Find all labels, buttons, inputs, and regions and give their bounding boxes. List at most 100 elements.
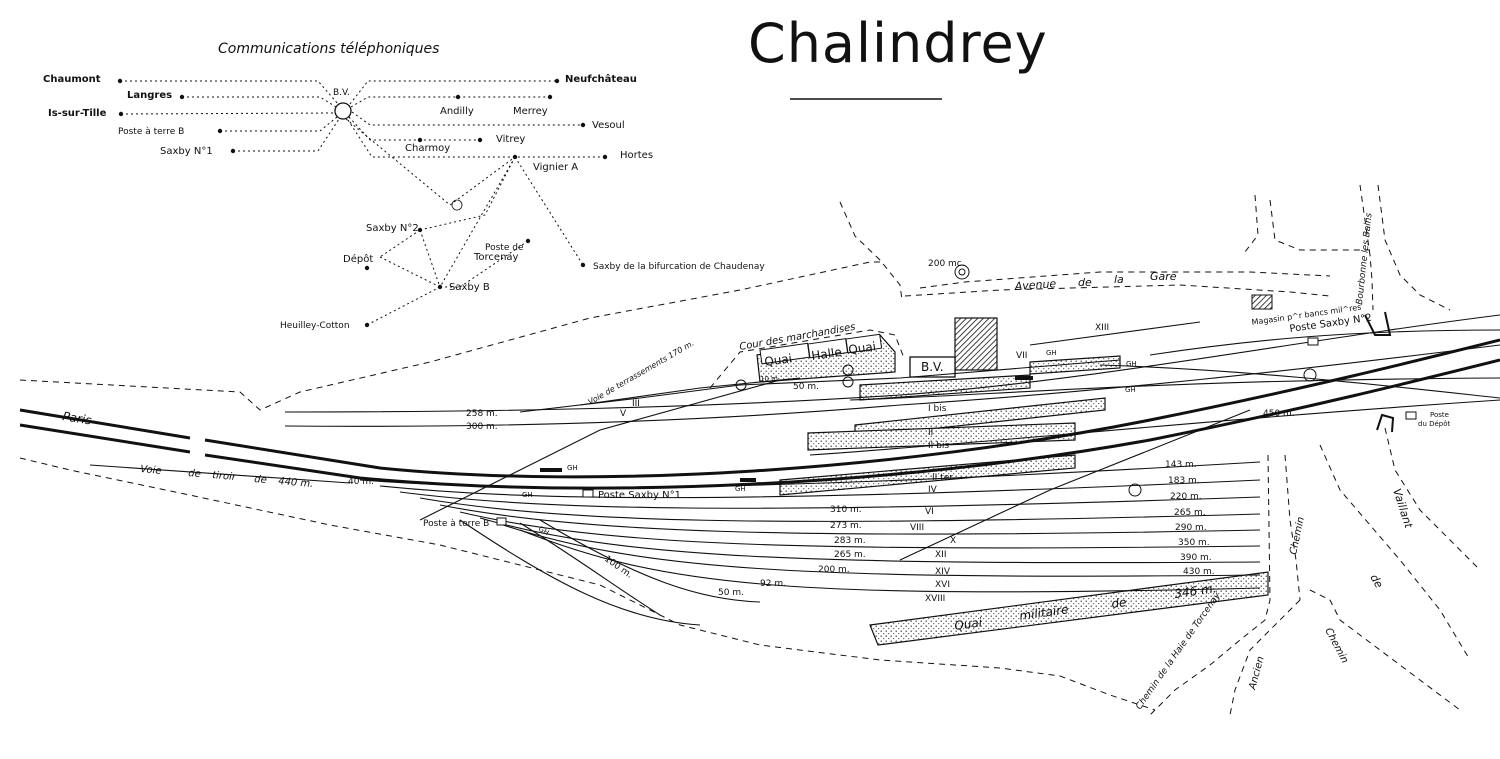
quai-militaire-2: militaire bbox=[1018, 602, 1069, 623]
len-143: 143 m. bbox=[1165, 460, 1197, 470]
platform-1 bbox=[859, 374, 1031, 401]
phone-charmoy: Charmoy bbox=[405, 143, 450, 154]
track-iv: IV bbox=[928, 485, 938, 495]
phone-hub bbox=[334, 102, 352, 120]
gh-2: GH bbox=[1046, 349, 1057, 357]
reservoir-label: 200 mc. bbox=[928, 259, 965, 269]
bv-label: B.V. bbox=[921, 360, 944, 374]
len-220: 220 m. bbox=[1170, 492, 1202, 502]
phone-is-sur-tille: Is-sur-Tille bbox=[48, 108, 107, 119]
track-i-bis: I bis bbox=[928, 404, 947, 414]
phone-vignier-a: Vignier A bbox=[533, 162, 578, 173]
phone-saxby-2: Saxby N°2 bbox=[366, 223, 419, 234]
poste-saxby-1-label: Poste Saxby N°1 bbox=[598, 490, 681, 501]
paris-label: Paris bbox=[62, 409, 93, 427]
phone-hortes: Hortes bbox=[620, 150, 653, 161]
track-xiii: XIII bbox=[1095, 323, 1109, 333]
chemin-de-label: de bbox=[1367, 572, 1385, 591]
voie-tiroir-5: 440 m. bbox=[278, 476, 314, 490]
len-10: 10 m. bbox=[760, 375, 780, 383]
gh-3: GH bbox=[1018, 374, 1029, 382]
len-310: 310 m. bbox=[830, 505, 862, 515]
quai-militaire-3: de bbox=[1110, 595, 1127, 611]
quai-label-1: Quai bbox=[763, 351, 792, 369]
plan-title: Chalindrey bbox=[748, 12, 1048, 75]
poste-depot-label-2: du Dépôt bbox=[1418, 420, 1451, 428]
quai-militaire-1: Quai bbox=[953, 615, 983, 633]
quai-label-2: Quai bbox=[847, 339, 876, 357]
track-ii: II bbox=[928, 428, 933, 438]
track-vi: VI bbox=[925, 507, 934, 517]
phone-vesoul: Vesoul bbox=[592, 120, 625, 131]
len-290: 290 m. bbox=[1175, 523, 1207, 533]
gh-7: GH bbox=[735, 485, 746, 493]
phone-torcenay: Torcenay bbox=[473, 252, 519, 263]
len-283: 283 m. bbox=[834, 536, 866, 546]
avenue-de-label: de bbox=[1078, 276, 1092, 289]
chemin-label: Chemin bbox=[1288, 516, 1307, 556]
poste-terre-b-label: Poste à terre B bbox=[423, 519, 489, 529]
magasin-building bbox=[1251, 294, 1273, 310]
len-350: 350 m. bbox=[1178, 538, 1210, 548]
len-450: 450 m. bbox=[1263, 409, 1295, 419]
len-390: 390 m. bbox=[1180, 553, 1212, 563]
poste-depot-cabin bbox=[1376, 413, 1395, 433]
phone-chaumont: Chaumont bbox=[43, 74, 101, 85]
ancien-label: Ancien bbox=[1247, 655, 1267, 692]
bv-building bbox=[909, 356, 956, 378]
phone-merrey: Merrey bbox=[513, 106, 548, 117]
gh-5: GH bbox=[1126, 360, 1137, 368]
len-40: 40 m. bbox=[348, 477, 374, 487]
track-ii-ter: II ter bbox=[932, 473, 953, 483]
platform-5 bbox=[1029, 355, 1121, 375]
phone-saxby-1: Saxby N°1 bbox=[160, 146, 213, 157]
len-92: 92 m. bbox=[760, 579, 786, 589]
track-iii: III bbox=[632, 399, 640, 409]
track-v: V bbox=[620, 409, 627, 419]
len-183: 183 m. bbox=[1168, 476, 1200, 486]
bv-tower-building bbox=[954, 317, 998, 371]
track-x: X bbox=[950, 536, 956, 546]
vaillant-label: Vaillant bbox=[1390, 487, 1415, 530]
len-50-goods: 50 m. bbox=[793, 382, 819, 392]
gh-6: GH bbox=[522, 491, 533, 499]
len-258: 258 m. bbox=[466, 409, 498, 419]
gh-4: GH bbox=[1125, 386, 1136, 394]
platform-4 bbox=[779, 454, 1076, 496]
phone-depot: Dépôt bbox=[343, 253, 373, 265]
track-xviii: XVIII bbox=[925, 594, 945, 604]
len-273: 273 m. bbox=[830, 521, 862, 531]
len-265-r: 265 m. bbox=[1174, 508, 1206, 518]
len-50-lower: 50 m. bbox=[718, 588, 744, 598]
voie-tiroir-1: Voie bbox=[140, 464, 162, 477]
platform-3 bbox=[807, 422, 1076, 451]
len-200: 200 m. bbox=[818, 565, 850, 575]
track-xii: XII bbox=[935, 550, 946, 560]
phone-heuilley-cotton: Heuilley-Cotton bbox=[280, 321, 350, 331]
len-430: 430 m. bbox=[1183, 567, 1215, 577]
len-265: 265 m. bbox=[834, 550, 866, 560]
phone-neufchateau: Neufchâteau bbox=[565, 73, 637, 85]
quai-militaire-4: 346 m. bbox=[1173, 581, 1217, 601]
avenue-la-label: la bbox=[1114, 273, 1124, 286]
bourbonne-label: Bourbonne les Bains bbox=[1355, 212, 1375, 305]
phone-hub-label: B.V. bbox=[333, 88, 350, 98]
gh-1: GH bbox=[567, 464, 578, 472]
phone-saxby-b: Saxby B bbox=[449, 282, 490, 293]
phone-saxby-chaudenay: Saxby de la bifurcation de Chaudenay bbox=[593, 262, 765, 272]
phone-poste-de: Poste de bbox=[485, 243, 524, 253]
phone-heading: Communications téléphoniques bbox=[218, 41, 439, 57]
poste-saxby-2-cabin bbox=[1364, 311, 1392, 336]
phone-vitrey: Vitrey bbox=[496, 134, 525, 145]
phone-andilly: Andilly bbox=[440, 106, 474, 117]
phone-poste-terre-b: Poste à terre B bbox=[118, 127, 184, 137]
avenue-gare-label: Gare bbox=[1150, 270, 1177, 283]
voie-tiroir-4: de bbox=[254, 474, 267, 486]
halle-label: Halle bbox=[810, 345, 842, 363]
voie-tiroir-2: de bbox=[188, 468, 201, 480]
len-300: 300 m. bbox=[466, 422, 498, 432]
poste-depot-label-1: Poste bbox=[1430, 411, 1449, 419]
track-vii: VII bbox=[1016, 351, 1027, 361]
